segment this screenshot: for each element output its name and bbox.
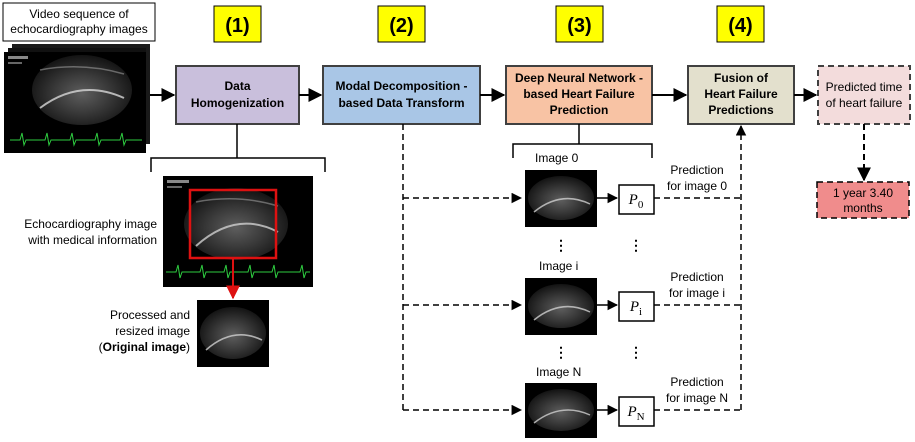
- image-i-frame: [525, 278, 597, 335]
- main-flow-arrows: [150, 88, 871, 182]
- modal-decomposition-box: Modal Decomposition - based Data Transfo…: [322, 65, 481, 125]
- svg-text:Predicted time: Predicted time: [826, 80, 903, 94]
- prediction-0-line1: Prediction: [670, 163, 723, 177]
- deep-neural-network-box: Deep Neural Network - based Heart Failur…: [505, 65, 653, 125]
- result-box: 1 year 3.40 months: [816, 181, 910, 219]
- fusion-box: Fusion of Heart Failure Predictions: [687, 65, 795, 125]
- image-0-label: Image 0: [535, 151, 579, 165]
- prediction-box-n: PN: [618, 396, 655, 427]
- svg-text:PN: PN: [626, 404, 644, 423]
- ellipsis-1b: ⋮: [629, 237, 643, 253]
- svg-text:months: months: [843, 201, 882, 215]
- decomposition-dashed-lines: [402, 124, 523, 416]
- video-label-line2: echocardiography images: [10, 22, 147, 36]
- video-sequence-image: [4, 44, 150, 153]
- prediction-box-0: P0: [618, 184, 655, 215]
- svg-text:Pi: Pi: [629, 299, 642, 318]
- processed-label-line1: Processed and: [110, 308, 190, 322]
- svg-text:of heart failure: of heart failure: [826, 96, 903, 110]
- step-label-4: (4): [716, 5, 765, 43]
- prediction-n-line2: for image N: [666, 391, 728, 405]
- processed-label-line2: resized image: [115, 324, 190, 338]
- ellipsis-1a: ⋮: [554, 237, 568, 253]
- image-0-frame: [525, 170, 597, 227]
- ellipsis-2a: ⋮: [554, 344, 568, 360]
- svg-text:(1): (1): [225, 15, 249, 37]
- svg-text:Deep Neural Network -: Deep Neural Network -: [515, 71, 643, 85]
- data-homogenization-box: Data Homogenization: [175, 65, 300, 125]
- step-label-3: (3): [555, 5, 604, 43]
- homogenization-bracket: [150, 124, 326, 172]
- svg-text:Fusion of: Fusion of: [714, 71, 769, 85]
- echo-image-with-info: [163, 176, 313, 287]
- image-n-frame: [525, 383, 597, 438]
- prediction-n-line1: Prediction: [670, 375, 723, 389]
- echo-label-line2: with medical information: [27, 233, 157, 247]
- svg-text:Modal Decomposition -: Modal Decomposition -: [336, 79, 468, 93]
- svg-text:Data: Data: [224, 79, 250, 93]
- svg-text:P0: P0: [628, 192, 644, 211]
- svg-text:Prediction: Prediction: [550, 103, 609, 117]
- image-n-label: Image N: [536, 365, 581, 379]
- svg-text:(4): (4): [728, 15, 752, 37]
- svg-text:based Data Transform: based Data Transform: [338, 96, 464, 110]
- prediction-0-line2: for image 0: [667, 179, 727, 193]
- svg-text:(2): (2): [389, 15, 413, 37]
- prediction-i-line2: for image i: [669, 286, 725, 300]
- step-label-2: (2): [377, 5, 426, 43]
- svg-text:Homogenization: Homogenization: [191, 96, 284, 110]
- original-image-label: (Original image): [99, 340, 190, 354]
- prediction-i-line1: Prediction: [670, 270, 723, 284]
- svg-text:(3): (3): [567, 15, 591, 37]
- dnn-bracket: [512, 124, 653, 158]
- processed-image: [197, 300, 269, 367]
- video-label-box: [2, 2, 156, 42]
- svg-text:Predictions: Predictions: [708, 103, 774, 117]
- video-label-line1: Video sequence of: [29, 7, 129, 21]
- svg-text:1 year 3.40: 1 year 3.40: [833, 186, 893, 200]
- prediction-box-i: Pi: [618, 291, 655, 322]
- svg-text:based Heart Failure: based Heart Failure: [523, 87, 635, 101]
- predicted-time-box: Predicted time of heart failure: [817, 65, 911, 125]
- echo-label-line1: Echocardiography image: [24, 217, 157, 231]
- svg-text:Heart Failure: Heart Failure: [704, 87, 778, 101]
- image-i-label: Image i: [539, 259, 578, 273]
- step-label-1: (1): [213, 5, 262, 43]
- fusion-dashed-lines: [654, 124, 747, 411]
- ellipsis-2b: ⋮: [629, 344, 643, 360]
